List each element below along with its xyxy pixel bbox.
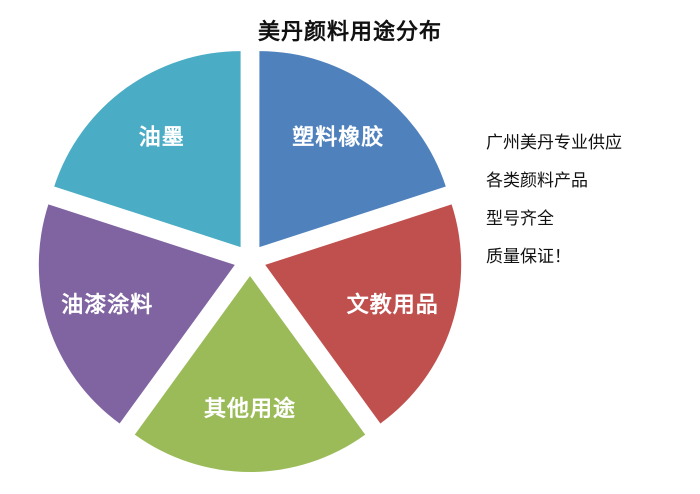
pie-slice-5 [54, 51, 241, 248]
pie-slice-1 [259, 51, 446, 248]
side-annotation-line: 质量保证！ [486, 247, 571, 266]
pie-slice-2 [265, 204, 462, 424]
pie-slice-label-4: 油漆涂料 [61, 292, 153, 317]
pie-slice-label-1: 塑料橡胶 [292, 124, 384, 149]
pie-slice-4 [38, 204, 235, 424]
side-annotation: 广州美丹专业供应 各类颜料产品 型号齐全 质量保证！ [486, 124, 696, 276]
pie-slice-label-5: 油墨 [139, 124, 185, 149]
pie-slice-3 [134, 276, 366, 473]
pie-slice-label-2: 文教用品 [347, 292, 439, 317]
side-annotation-line: 广州美丹专业供应 [486, 133, 622, 152]
side-annotation-line: 各类颜料产品 [486, 171, 588, 190]
side-annotation-line: 型号齐全 [486, 209, 554, 228]
chart-title: 美丹颜料用途分布 [257, 19, 442, 44]
pie-slice-label-3: 其他用途 [204, 396, 296, 421]
